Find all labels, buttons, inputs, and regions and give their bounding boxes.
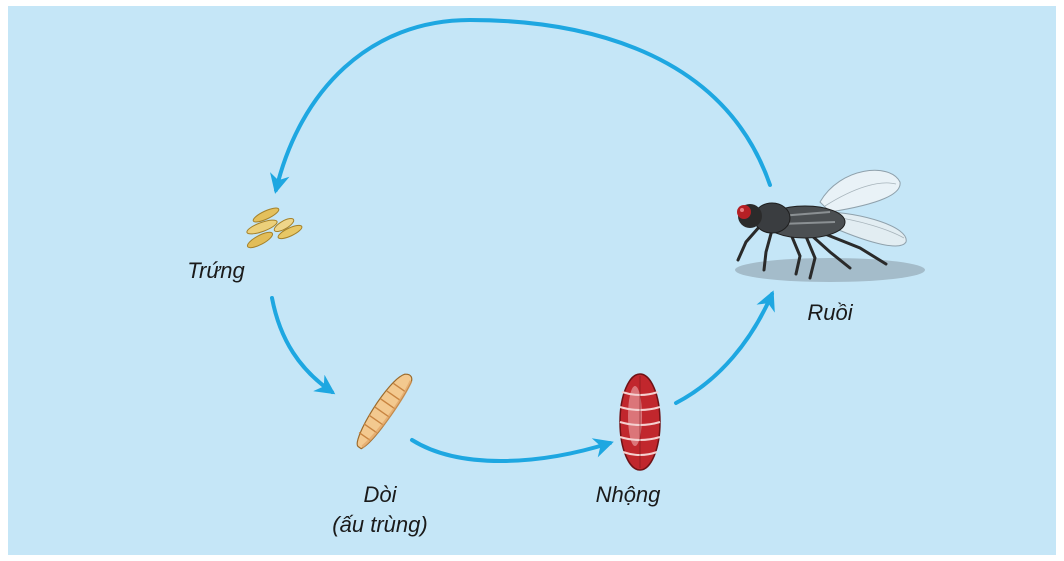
pupa-icon: [620, 374, 660, 470]
larva-stage-label: Dòi (ấu trùng): [300, 480, 460, 540]
larva-icon: [350, 369, 416, 452]
arrow-adult-to-egg: [276, 20, 770, 190]
larva-stage-name: Dòi: [300, 480, 460, 510]
fly-icon: [735, 170, 925, 282]
egg-stage-label: Trứng: [176, 256, 256, 286]
pupa-stage-label: Nhộng: [578, 480, 678, 510]
arrow-larva-to-pupa: [412, 440, 610, 461]
arrow-egg-to-larva: [272, 298, 332, 392]
eggs-icon: [245, 205, 303, 250]
larva-stage-sublabel: (ấu trùng): [300, 510, 460, 540]
arrow-pupa-to-adult: [676, 294, 772, 403]
adult-stage-label: Ruồi: [790, 298, 870, 328]
